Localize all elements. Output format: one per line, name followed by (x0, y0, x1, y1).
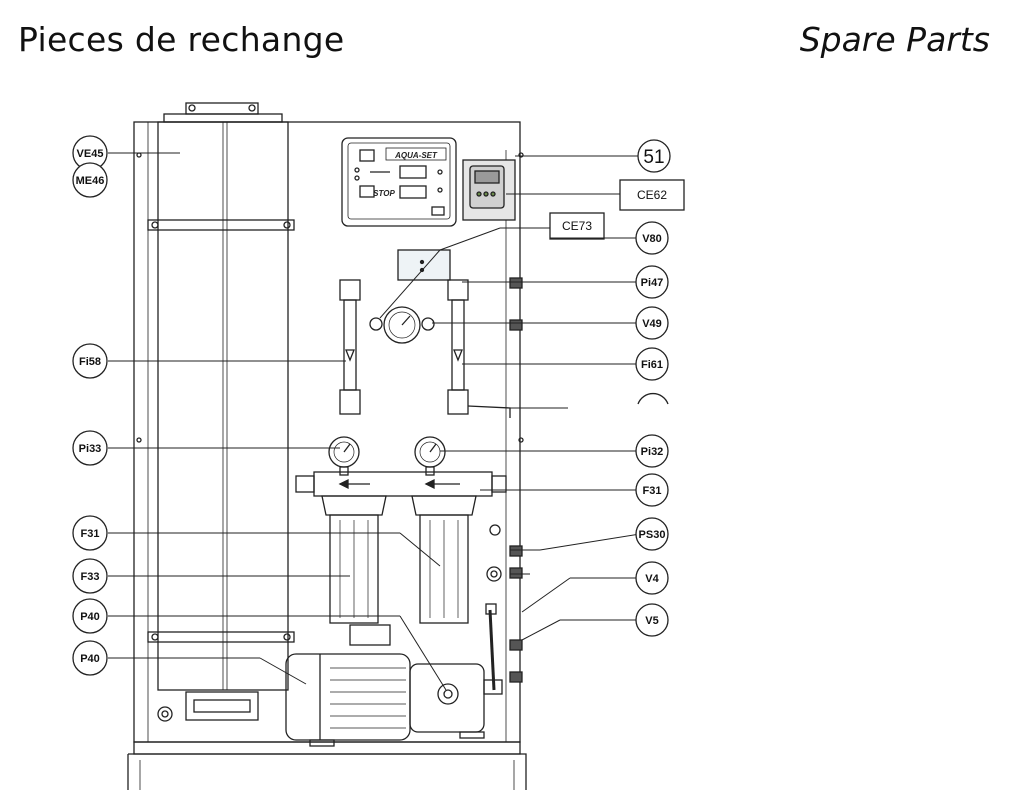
callout-p40-upper: P40 (80, 611, 100, 623)
callout-me46: ME46 (76, 175, 105, 187)
callout-ps30: PS30 (639, 529, 666, 541)
callout-v5: V5 (645, 615, 658, 627)
controller-ce62 (462, 159, 516, 221)
callout-pi32: Pi32 (641, 446, 664, 458)
callout-pi47: Pi47 (641, 277, 664, 289)
page-title-english: Spare Parts (799, 20, 990, 59)
machine-frame (127, 121, 527, 790)
callout-pi33: Pi33 (79, 443, 102, 455)
callout-fi61: Fi61 (641, 359, 663, 371)
callout-f31-left: F31 (81, 528, 100, 540)
callout-ve45: VE45 (77, 148, 104, 160)
panel-brand: AQUA-SET (394, 151, 438, 160)
callout-v80: V80 (642, 233, 662, 245)
pressure-gauge-center (369, 306, 435, 344)
callout-fi58: Fi58 (79, 356, 101, 368)
panel-stop-label: STOP (373, 189, 395, 198)
leader-lines (108, 152, 641, 691)
callout-51: 51 (643, 147, 664, 168)
flowmeter-right (447, 279, 511, 418)
callout-p40-lower: P40 (80, 653, 100, 665)
membrane-vessel (147, 102, 295, 722)
right-side-valves (485, 277, 523, 691)
callout-f31-right: F31 (643, 485, 662, 497)
callout-v49: V49 (642, 318, 662, 330)
flowmeter-left (339, 279, 361, 415)
filter-gauges (328, 436, 446, 476)
label-box-ce62 (619, 179, 685, 211)
page-title-french: Pieces de rechange (18, 20, 345, 59)
callout-circles (72, 135, 671, 676)
display-ce73 (397, 249, 451, 281)
callout-ce73: CE73 (562, 219, 592, 233)
callout-v4: V4 (645, 573, 659, 585)
filter-housings (295, 471, 507, 646)
callout-f33: F33 (81, 571, 100, 583)
motor-pump (285, 653, 503, 747)
callout-ce62: CE62 (637, 188, 667, 202)
control-panel (341, 137, 457, 227)
label-box-ce73 (549, 212, 605, 240)
